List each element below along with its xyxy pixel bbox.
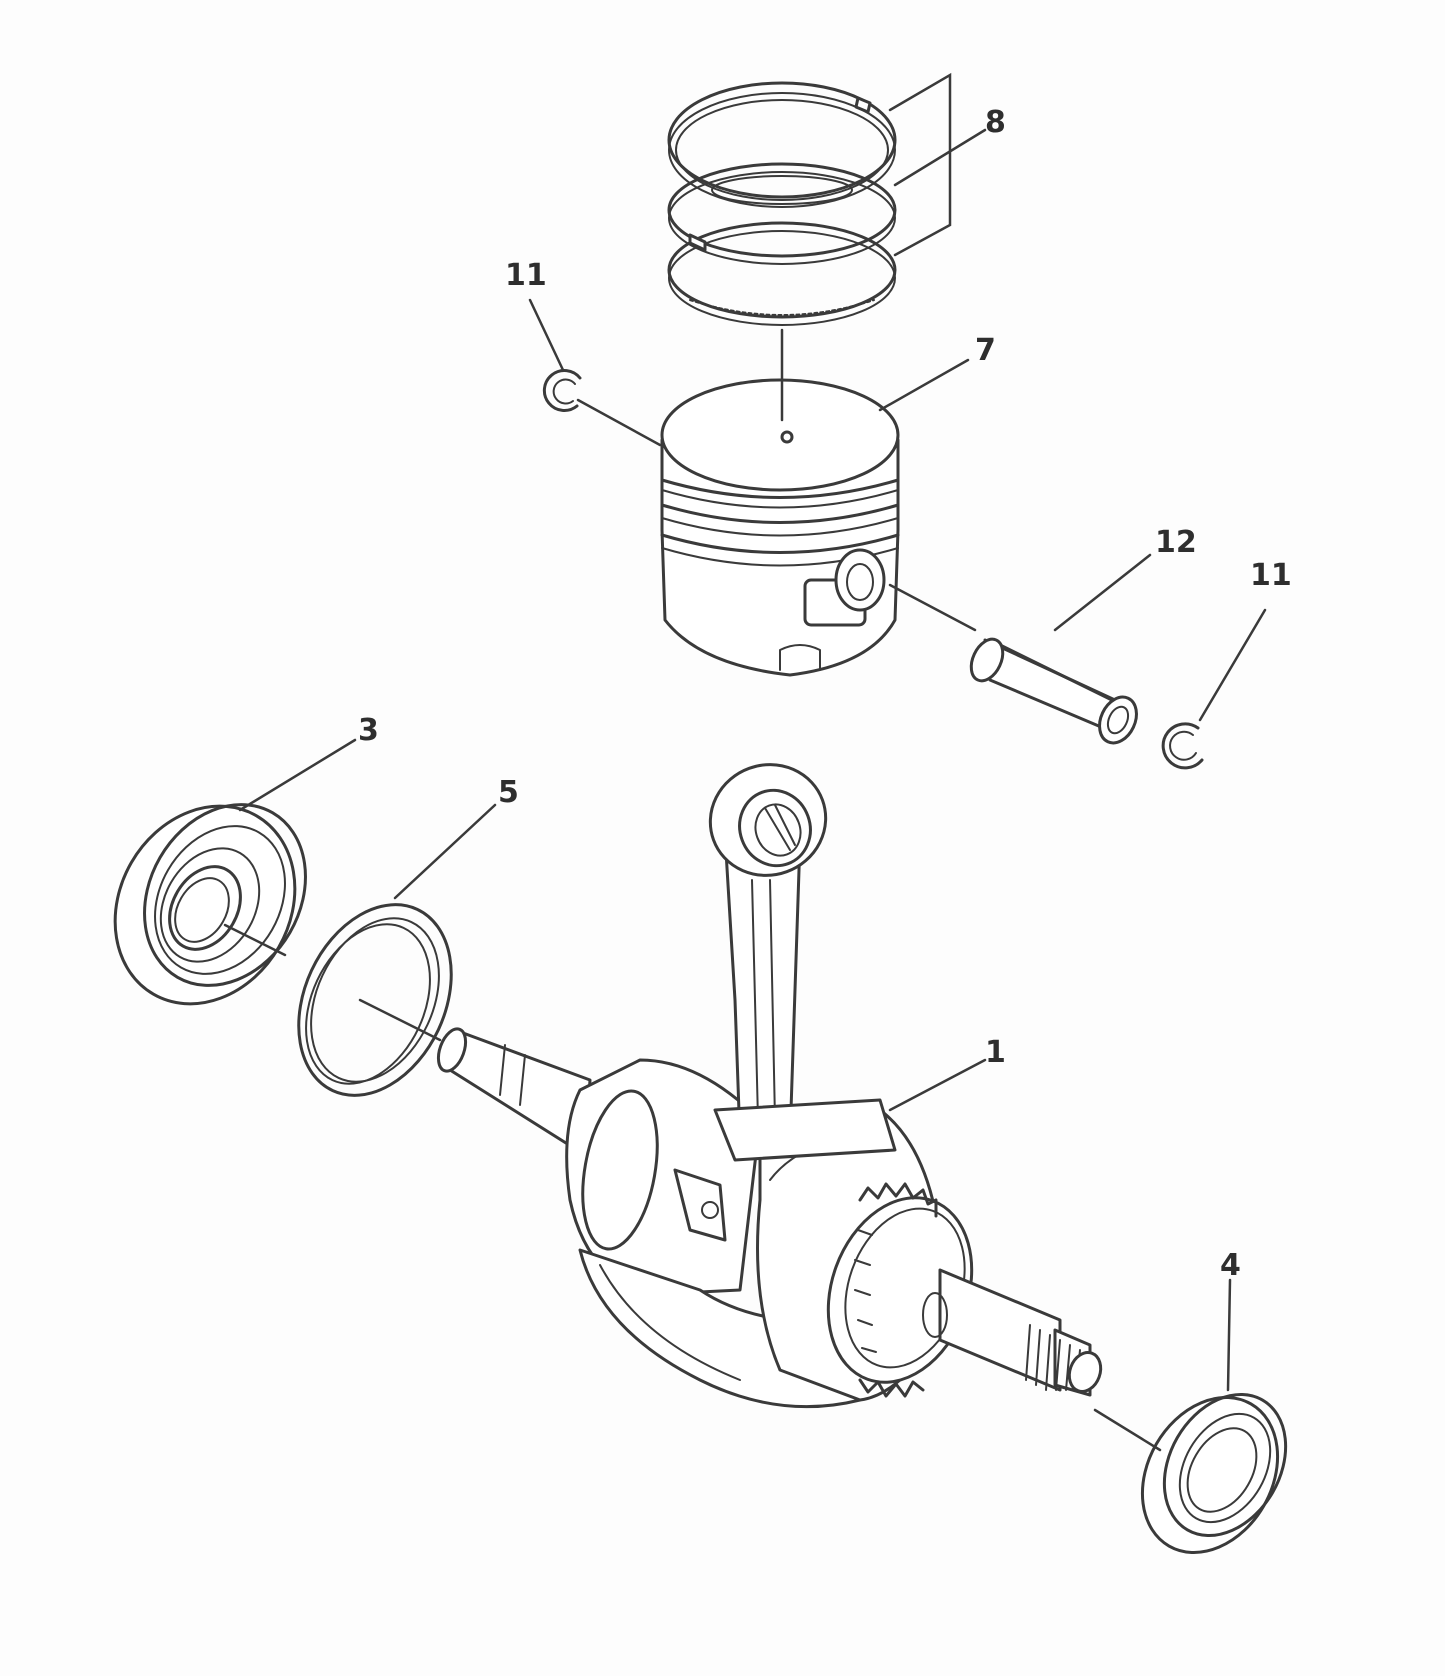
piston-pin <box>969 637 1138 745</box>
circlip-left <box>542 368 582 412</box>
label-circlip-right: 11 <box>1250 558 1292 593</box>
crankshaft <box>436 763 1103 1409</box>
washer-to-shaft-line <box>358 998 442 1042</box>
leader-lines <box>238 72 1267 1392</box>
shaft-to-seal-line <box>1093 1408 1162 1452</box>
piston-to-pin-line <box>888 583 977 632</box>
piston-rings <box>667 81 897 326</box>
seal-to-washer-line <box>223 923 287 957</box>
label-oil-seal-left: 3 <box>358 713 379 748</box>
circlip-right <box>1161 722 1204 770</box>
label-oil-seal-right: 4 <box>1220 1248 1241 1283</box>
shim-washer <box>297 903 453 1097</box>
circlip-to-piston-line <box>576 398 662 447</box>
assembly-lines <box>223 328 1162 1452</box>
label-crankshaft: 1 <box>985 1035 1006 1070</box>
label-circlip-left: 11 <box>505 258 547 293</box>
oil-seal-left <box>113 803 307 1006</box>
label-piston-pin: 12 <box>1155 525 1197 560</box>
oil-seal-right <box>1140 1392 1288 1554</box>
piston <box>660 378 900 677</box>
label-piston: 7 <box>975 333 996 368</box>
label-piston-rings: 8 <box>985 105 1006 140</box>
label-shim-washer: 5 <box>498 775 519 810</box>
